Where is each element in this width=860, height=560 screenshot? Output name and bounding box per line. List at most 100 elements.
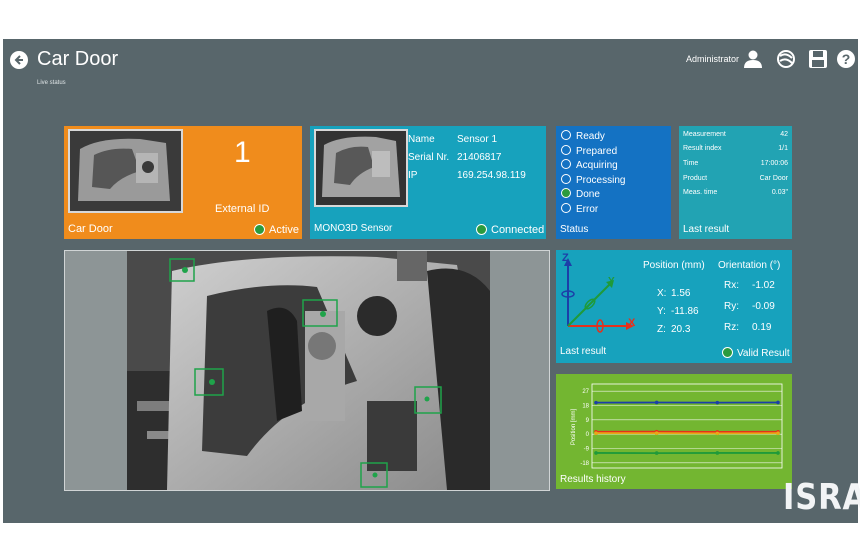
network-icon[interactable] bbox=[776, 49, 796, 69]
status-dot-icon bbox=[254, 224, 265, 235]
status-item-acquiring: Acquiring bbox=[561, 159, 625, 174]
result-value: 1/1 bbox=[778, 145, 788, 152]
save-icon[interactable] bbox=[808, 49, 828, 69]
data-point bbox=[715, 431, 720, 436]
pose-title: Last result bbox=[560, 346, 607, 357]
status-label: Acquiring bbox=[576, 160, 618, 171]
status-dot-icon bbox=[722, 347, 733, 358]
camera-image-panel[interactable] bbox=[64, 250, 550, 491]
sensor-name-value: Sensor 1 bbox=[457, 134, 498, 145]
product-state: Active bbox=[254, 224, 299, 236]
status-title: Status bbox=[560, 224, 589, 235]
axis-y-label: Y bbox=[608, 276, 615, 287]
x-label: X: bbox=[657, 288, 667, 299]
ry-label: Ry: bbox=[724, 301, 739, 312]
sensor-tile[interactable]: Name Sensor 1 Serial Nr. 21406817 IP 169… bbox=[310, 126, 546, 239]
status-item-prepared: Prepared bbox=[561, 144, 625, 160]
product-number: 1 bbox=[234, 136, 251, 169]
back-button[interactable] bbox=[10, 51, 28, 69]
axes-icon bbox=[561, 258, 634, 333]
user-icon[interactable] bbox=[743, 49, 763, 69]
page-subtitle: Live status bbox=[37, 80, 66, 86]
status-dot-icon bbox=[476, 224, 487, 235]
z-value: 20.3 bbox=[671, 324, 691, 335]
sensor-title: MONO3D Sensor bbox=[314, 223, 393, 234]
rz-value: 0.19 bbox=[752, 322, 772, 333]
help-icon[interactable]: ? bbox=[836, 49, 856, 69]
data-point bbox=[776, 451, 780, 455]
sensor-state-text: Connected bbox=[491, 224, 545, 236]
ry-value: -0.09 bbox=[752, 301, 775, 312]
sensor-serial-value: 21406817 bbox=[457, 152, 502, 163]
data-point bbox=[654, 400, 659, 405]
plot-frame bbox=[591, 383, 783, 469]
y-tick-label: 9 bbox=[586, 418, 590, 424]
data-point bbox=[654, 431, 659, 436]
status-item-error: Error bbox=[561, 202, 625, 218]
radio-active-icon bbox=[561, 188, 571, 198]
result-key: Measurement bbox=[683, 131, 726, 138]
data-point bbox=[594, 400, 598, 405]
status-item-done: Done bbox=[561, 188, 625, 203]
position-header: Position (mm) bbox=[643, 260, 705, 271]
brand-logo: ISRA bbox=[783, 477, 860, 518]
status-label: Prepared bbox=[576, 145, 618, 157]
rx-label: Rx: bbox=[724, 280, 739, 291]
product-tile[interactable]: 1 External ID Car Door Active bbox=[64, 126, 302, 239]
sensor-thumbnail bbox=[314, 129, 408, 207]
status-list: Ready Prepared Acquiring Processing Done… bbox=[561, 130, 625, 217]
status-label: Processing bbox=[576, 174, 626, 186]
status-tile: Ready Prepared Acquiring Processing Done… bbox=[556, 126, 671, 239]
last-result-tile: Measurement 42 Result index 1/1 Time 17:… bbox=[679, 126, 792, 239]
rz-label: Rz: bbox=[724, 322, 739, 333]
radio-icon bbox=[561, 144, 571, 155]
data-point bbox=[594, 451, 598, 455]
y-tick-label: -9 bbox=[584, 446, 590, 452]
x-value: 1.56 bbox=[671, 288, 691, 299]
result-key: Meas. time bbox=[683, 189, 718, 196]
data-point bbox=[776, 400, 780, 405]
pose-state-text: Valid Result bbox=[737, 348, 790, 359]
result-value: 42 bbox=[780, 131, 788, 138]
rx-value: -1.02 bbox=[752, 280, 775, 291]
y-label: Y: bbox=[657, 306, 666, 317]
y-value: -11.86 bbox=[671, 306, 699, 317]
back-icon bbox=[14, 55, 23, 65]
y-tick-label: -18 bbox=[580, 461, 589, 467]
y-tick-label: 18 bbox=[582, 404, 589, 410]
external-id-label: External ID bbox=[215, 203, 270, 215]
pose-tile: Z Y X Position (mm) Orientation (°) X: 1… bbox=[556, 250, 792, 363]
product-name: Car Door bbox=[68, 223, 113, 235]
sensor-name-label: Name bbox=[408, 134, 435, 145]
axis-z-label: Z bbox=[562, 252, 569, 264]
radio-icon bbox=[561, 173, 571, 184]
data-point bbox=[654, 451, 659, 455]
status-label: Error bbox=[576, 203, 599, 215]
pose-state: Valid Result bbox=[722, 347, 790, 359]
data-point bbox=[776, 431, 780, 436]
result-key: Product bbox=[683, 175, 708, 182]
sensor-ip-label: IP bbox=[408, 170, 418, 181]
svg-text:?: ? bbox=[842, 51, 851, 67]
sensor-state: Connected bbox=[476, 224, 544, 236]
radio-icon bbox=[561, 202, 571, 213]
sensor-ip-value: 169.254.98.119 bbox=[457, 170, 526, 181]
data-point bbox=[715, 451, 720, 455]
camera-image bbox=[127, 251, 490, 490]
status-label: Ready bbox=[576, 131, 605, 142]
axis-x-label: X bbox=[628, 317, 636, 329]
result-value: Car Door bbox=[759, 175, 788, 182]
y-tick-label: 0 bbox=[586, 432, 590, 438]
y-axis-label: Position [mm] bbox=[571, 408, 577, 445]
result-key: Time bbox=[683, 160, 699, 167]
user-name: Administrator bbox=[686, 54, 740, 64]
status-label: Done bbox=[576, 189, 600, 200]
product-thumbnail bbox=[68, 129, 183, 213]
sensor-serial-label: Serial Nr. bbox=[408, 152, 450, 163]
status-item-processing: Processing bbox=[561, 173, 626, 189]
data-point bbox=[715, 400, 720, 405]
history-title: Results history bbox=[560, 474, 626, 485]
result-value: 0.03" bbox=[771, 189, 788, 196]
